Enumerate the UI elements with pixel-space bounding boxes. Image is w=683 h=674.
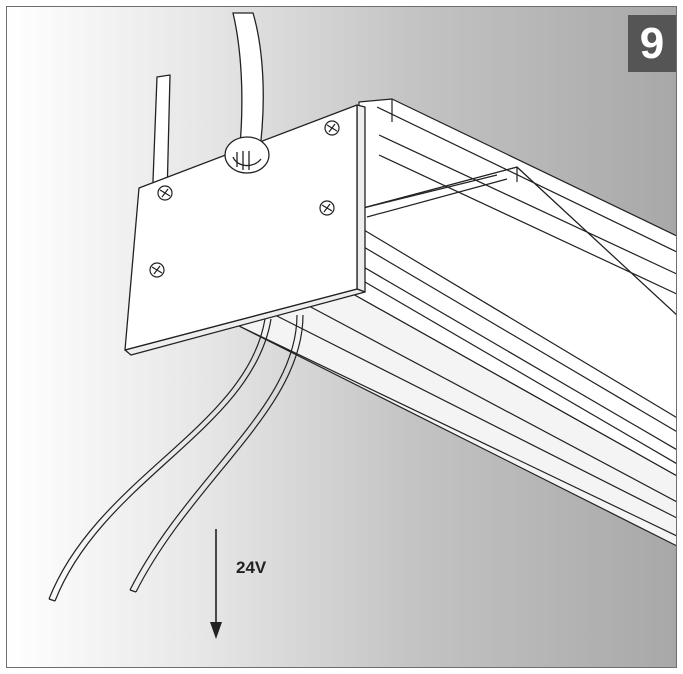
power-cable [232,12,264,158]
output-wires [48,314,304,602]
arrow-down-icon [210,529,222,639]
voltage-label: 24V [236,558,267,577]
end-cap [124,104,366,356]
step-number: 9 [639,18,665,68]
mounting-illustration [48,12,676,639]
led-profile [236,98,676,547]
step-number-badge: 9 [628,15,676,72]
figure-frame: 9 24V [6,6,677,668]
screw-icon [149,120,340,278]
